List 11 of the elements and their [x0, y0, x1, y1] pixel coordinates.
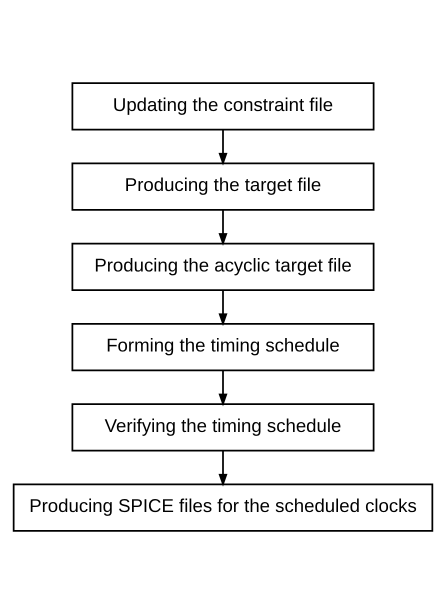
node-box: Producing the target file [71, 162, 374, 211]
node-box: Verifying the timing schedule [71, 403, 374, 452]
node-box: Producing SPICE files for the scheduled clocks [12, 484, 433, 532]
arrow [218, 210, 227, 246]
node-box: Producing the acyclic target file [71, 242, 374, 291]
arrow [218, 450, 227, 487]
arrow [218, 130, 227, 166]
node-box: Forming the timing schedule [71, 323, 374, 372]
arrow [218, 370, 227, 406]
node-box: Updating the constraint file [71, 82, 374, 130]
arrow [218, 290, 227, 326]
